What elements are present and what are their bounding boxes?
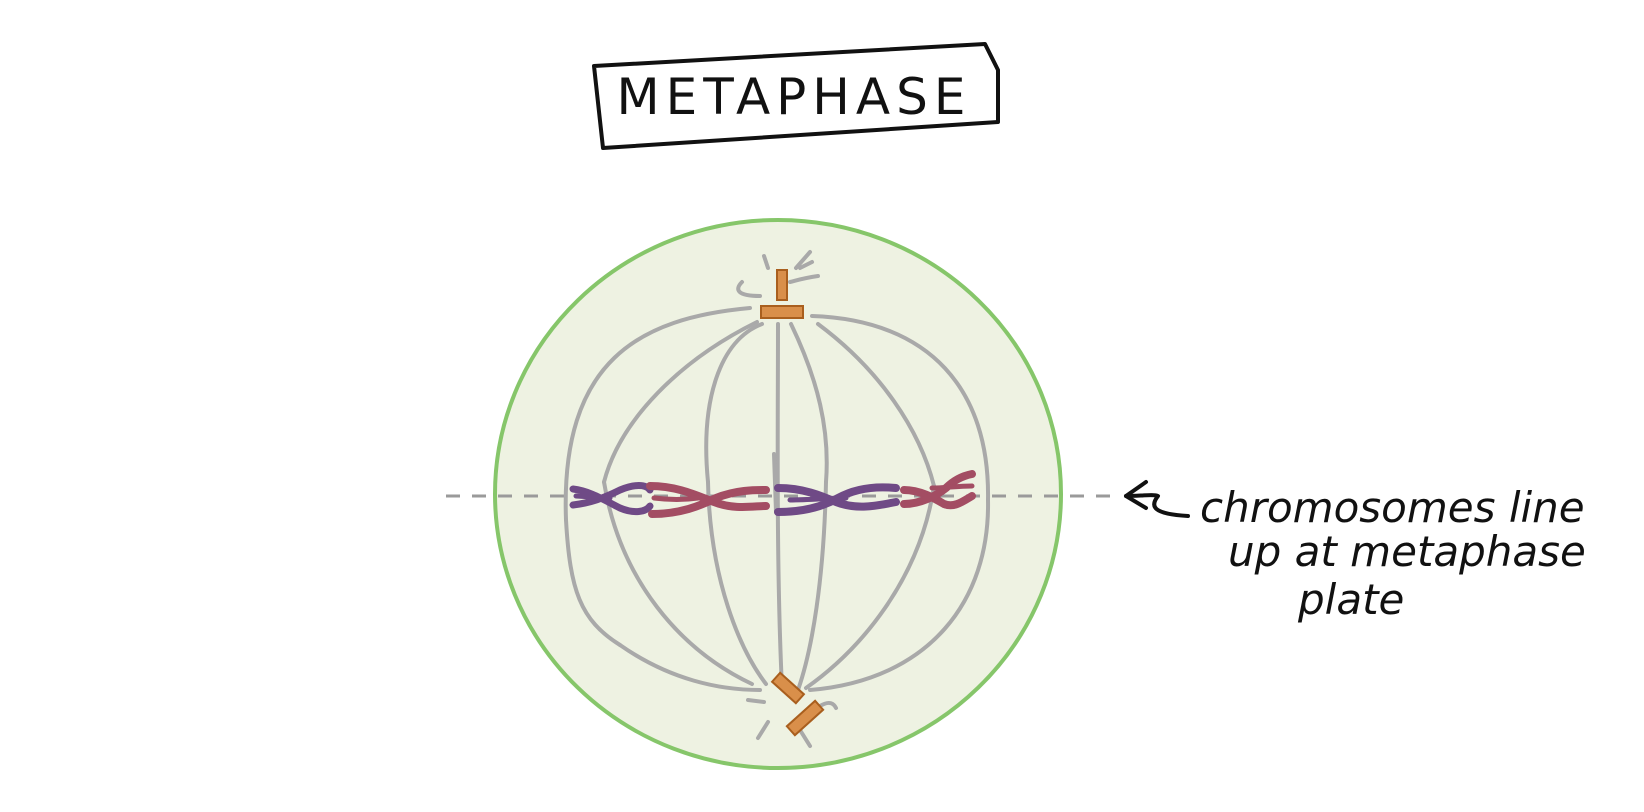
spindle-fiber [602, 480, 754, 686]
spindle-fiber [810, 314, 991, 502]
chromosome-icon [900, 470, 976, 510]
centrosome-icon [785, 699, 825, 737]
spindle-fiber [775, 322, 784, 690]
centrosome-icon [776, 269, 788, 301]
spindle-fibers [563, 250, 991, 748]
centrosome-icon [770, 671, 806, 705]
spindle-fiber [602, 320, 759, 484]
spindle-fiber [804, 484, 936, 690]
astral-ray [798, 728, 812, 748]
arrow-left-icon [1124, 480, 1190, 518]
spindle-fiber [706, 480, 768, 686]
astral-ray [756, 720, 770, 740]
centrosome-icon [760, 305, 804, 319]
page-title: METAPHASE [617, 68, 972, 126]
spindle-fiber [772, 452, 778, 514]
title-box: METAPHASE [592, 42, 1000, 150]
astral-ray [762, 254, 770, 270]
astral-ray [794, 250, 812, 270]
spindle-fiber [816, 322, 936, 488]
astral-ray [788, 274, 820, 284]
spindle-fiber [618, 643, 762, 692]
annotation-line-2: up at metaphase [1228, 527, 1586, 576]
astral-ray [746, 698, 766, 704]
spindle-fiber [704, 322, 764, 484]
title-frame [592, 42, 1000, 150]
astral-ray [798, 260, 814, 270]
spindle-fiber [796, 480, 828, 692]
spindle-fiber [563, 306, 752, 522]
spindle-fiber [789, 322, 829, 484]
astral-ray [818, 700, 838, 710]
chromosome-icon [774, 483, 900, 516]
chromosome-icon [646, 482, 770, 518]
centrosome-top [760, 269, 804, 319]
spindle-fiber [808, 498, 991, 692]
chromosomes [569, 470, 976, 518]
annotation: chromosomes line up at metaphase plate [1200, 483, 1586, 624]
chromosome-icon [569, 482, 654, 516]
spindle-fiber [564, 518, 622, 647]
centrosome-bottom [770, 671, 825, 737]
annotation-line-1: chromosomes line [1200, 483, 1585, 532]
annotation-line-3: plate [1297, 575, 1404, 624]
astral-ray [736, 280, 762, 298]
